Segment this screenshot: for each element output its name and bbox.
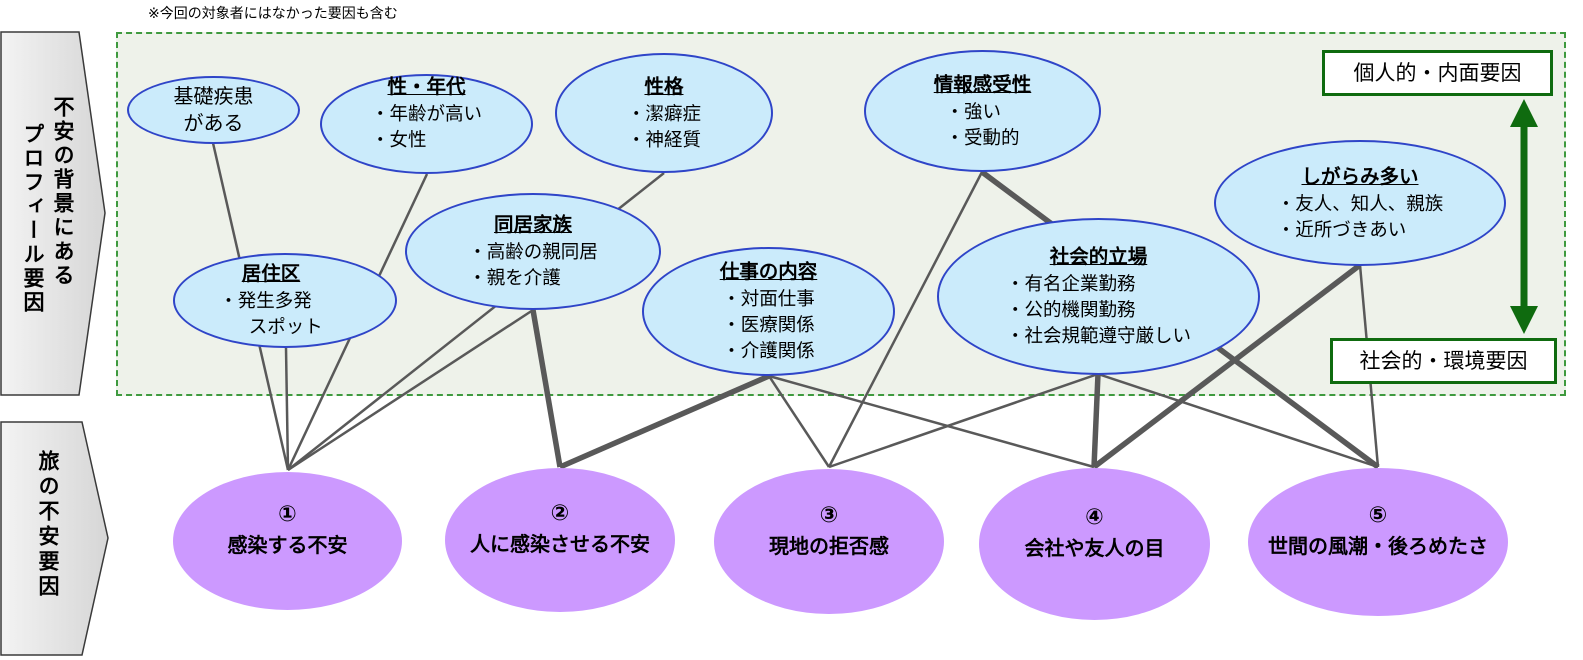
anxiety-label: 現地の拒否感 (769, 533, 889, 558)
anxiety-local-rejection: ③ 現地の拒否感 (714, 469, 944, 614)
social-factor-box: 社会的・環境要因 (1330, 338, 1557, 384)
factor-item: スポット (248, 317, 323, 338)
anxiety-label: 会社や友人の目 (1024, 536, 1165, 560)
connector-line-strong (1092, 262, 1362, 470)
factor-item: ・発生多発 (219, 291, 312, 312)
arrow-head-down (1510, 306, 1538, 334)
connector-line-strong (530, 309, 563, 468)
factor-item: ・親を介護 (468, 268, 561, 289)
factor-title: 仕事の内容 (719, 260, 818, 283)
anxiety-public-mood: ⑤ 世間の風潮・後ろめたさ (1248, 468, 1508, 616)
anxiety-number: ① (278, 502, 297, 527)
factor-title: 情報感受性 (933, 72, 1032, 96)
factor-item: ・医療関係 (722, 315, 815, 336)
factor-text: 基礎疾患 (173, 84, 254, 108)
factor-job-content: 仕事の内容 ・対面仕事 ・医療関係 ・介護関係 (642, 247, 895, 376)
factor-item: ・潔癖症 (626, 103, 701, 125)
factor-item: ・女性 (370, 129, 427, 151)
factor-item: ・受動的 (945, 127, 1020, 149)
connector-line (828, 372, 1099, 469)
connector-line (287, 308, 534, 472)
factor-text: がある (183, 111, 244, 135)
connector-line (284, 347, 290, 471)
factor-item: ・高齢の親同居 (468, 242, 598, 263)
profile-label-line1: 不安の背景にある (51, 96, 75, 288)
factor-title: 性格 (644, 74, 684, 98)
factor-item: ・強い (945, 101, 1001, 123)
factor-item: ・公的機関勤務 (1005, 300, 1136, 321)
anxiety-others-eyes: ④ 会社や友人の目 (979, 468, 1210, 620)
factor-item: ・対面仕事 (722, 289, 815, 310)
connector-line-strong (558, 373, 771, 470)
factor-item: ・有名企業勤務 (1005, 274, 1136, 295)
anxiety-label: 世間の風潮・後ろめたさ (1268, 534, 1488, 558)
anxiety-number: ⑤ (1368, 503, 1388, 528)
arrow-head-up (1510, 99, 1538, 127)
anxiety-number: ③ (819, 502, 839, 528)
factor-underlying-disease: 基礎疾患 がある (127, 76, 300, 144)
factor-info-sensitivity: 情報感受性 ・強い ・受動的 (864, 50, 1101, 172)
factor-title: 居住区 (241, 262, 301, 285)
anxiety-infection: ① 感染する不安 (173, 472, 402, 610)
factor-title: 同居家族 (493, 213, 572, 236)
connector-line (767, 375, 831, 468)
anxiety-label: 人に感染させる不安 (470, 532, 650, 556)
personal-factor-box: 個人的・内面要因 (1322, 50, 1553, 96)
factor-item: ・年齢が高い (370, 103, 482, 125)
travel-chevron (0, 421, 109, 656)
anxiety-number: ④ (1085, 505, 1104, 530)
connector-line (1097, 372, 1379, 469)
factor-title: しがらみ多い (1301, 164, 1419, 188)
factor-title: 社会的立場 (1049, 245, 1148, 268)
connector-line (768, 374, 1095, 469)
travel-label: 旅の不安要因 (36, 450, 60, 600)
anxiety-infecting-others: ② 人に感染させる不安 (445, 468, 675, 612)
factor-item: ・介護関係 (722, 341, 815, 362)
vertical-double-arrow (1510, 99, 1538, 334)
anxiety-label: 感染する不安 (227, 533, 348, 557)
connector-line (827, 171, 984, 468)
profile-label-line2: プロフィール要因 (21, 123, 45, 315)
footnote: ※今回の対象者にはなかった要因も含む (148, 6, 398, 22)
factor-cohabiting-family: 同居家族 ・高齢の親同居 ・親を介護 (405, 193, 661, 310)
factor-title: 性・年代 (387, 74, 466, 98)
connector-line-strong (1091, 373, 1101, 468)
profile-chevron (0, 31, 106, 396)
factor-sex-age: 性・年代 ・年齢が高い ・女性 (320, 74, 533, 174)
arrow-shaft (1520, 125, 1528, 308)
factor-residence-area: 居住区 ・発生多発 スポット (173, 253, 397, 348)
factor-social-position: 社会的立場 ・有名企業勤務 ・公的機関勤務 ・社会規範遵守厳しい (937, 218, 1260, 375)
anxiety-number: ② (550, 501, 570, 526)
factor-social-ties: しがらみ多い ・友人、知人、親族 ・近所づきあい (1214, 140, 1506, 266)
factor-item: ・社会規範遵守厳しい (1005, 326, 1191, 347)
factor-item: ・近所づきあい (1276, 219, 1407, 241)
factor-personality: 性格 ・潔癖症 ・神経質 (555, 53, 773, 173)
factor-item: ・友人、知人、親族 (1276, 193, 1444, 215)
factor-item: ・神経質 (626, 129, 701, 151)
